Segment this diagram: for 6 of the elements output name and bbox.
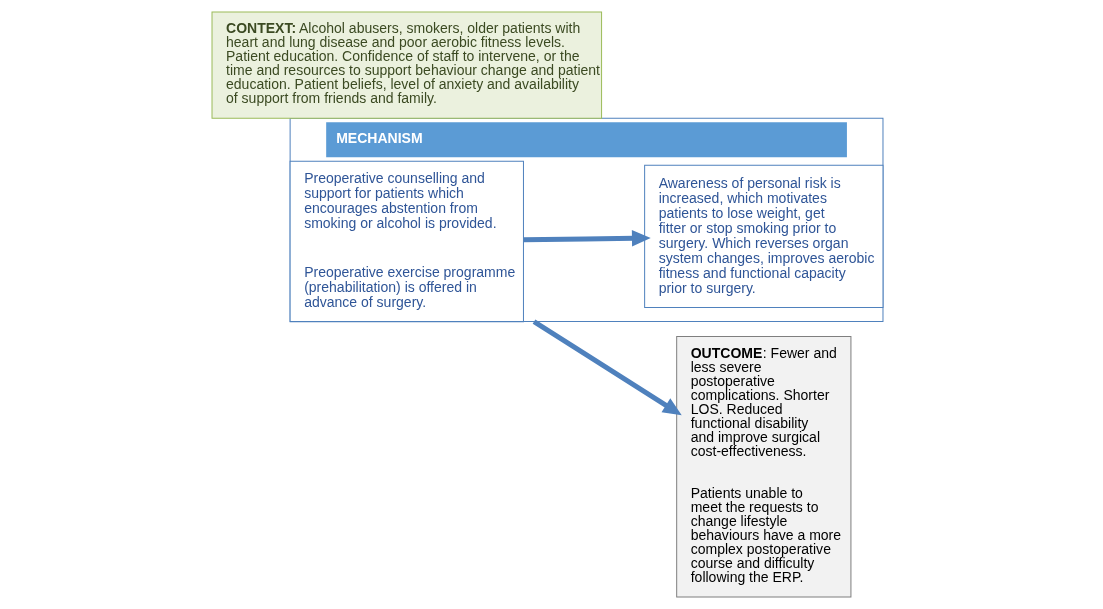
arrow xyxy=(523,230,651,247)
node-box: Preoperative counselling and support for patients which encourages abstention from smoking or alcohol is provided. Preoperative exercise programme (prehabilitation) is offered in advance of surgery. xyxy=(289,160,524,323)
node-box: Awareness of personal risk is increased, which motivates patients to lose weight, get fitter or stop smoking prior to surgery. Which reverses organ system changes, improves aerobic fitness and functional capacity prior to surgery. xyxy=(644,164,884,308)
node-box: CONTEXT: Alcohol abusers, smokers, older patients with heart and lung disease and poor aerobic fitness levels. Patient education. Confidence of staff to intervene, or the time and resources to support behaviour change and patient education. Patient beliefs, level of anxiety and availability of support from friends and family. xyxy=(211,11,603,119)
node-box: OUTCOME: Fewer and less severe postoperative complications. Shorter LOS. Reduced functional disability and improve surgical cost-effectiveness. Patients unable to meet the requests to change lifestyle behaviours have a more complex postoperative course and difficulty following the ERP. xyxy=(676,336,852,598)
arrow xyxy=(532,319,682,416)
